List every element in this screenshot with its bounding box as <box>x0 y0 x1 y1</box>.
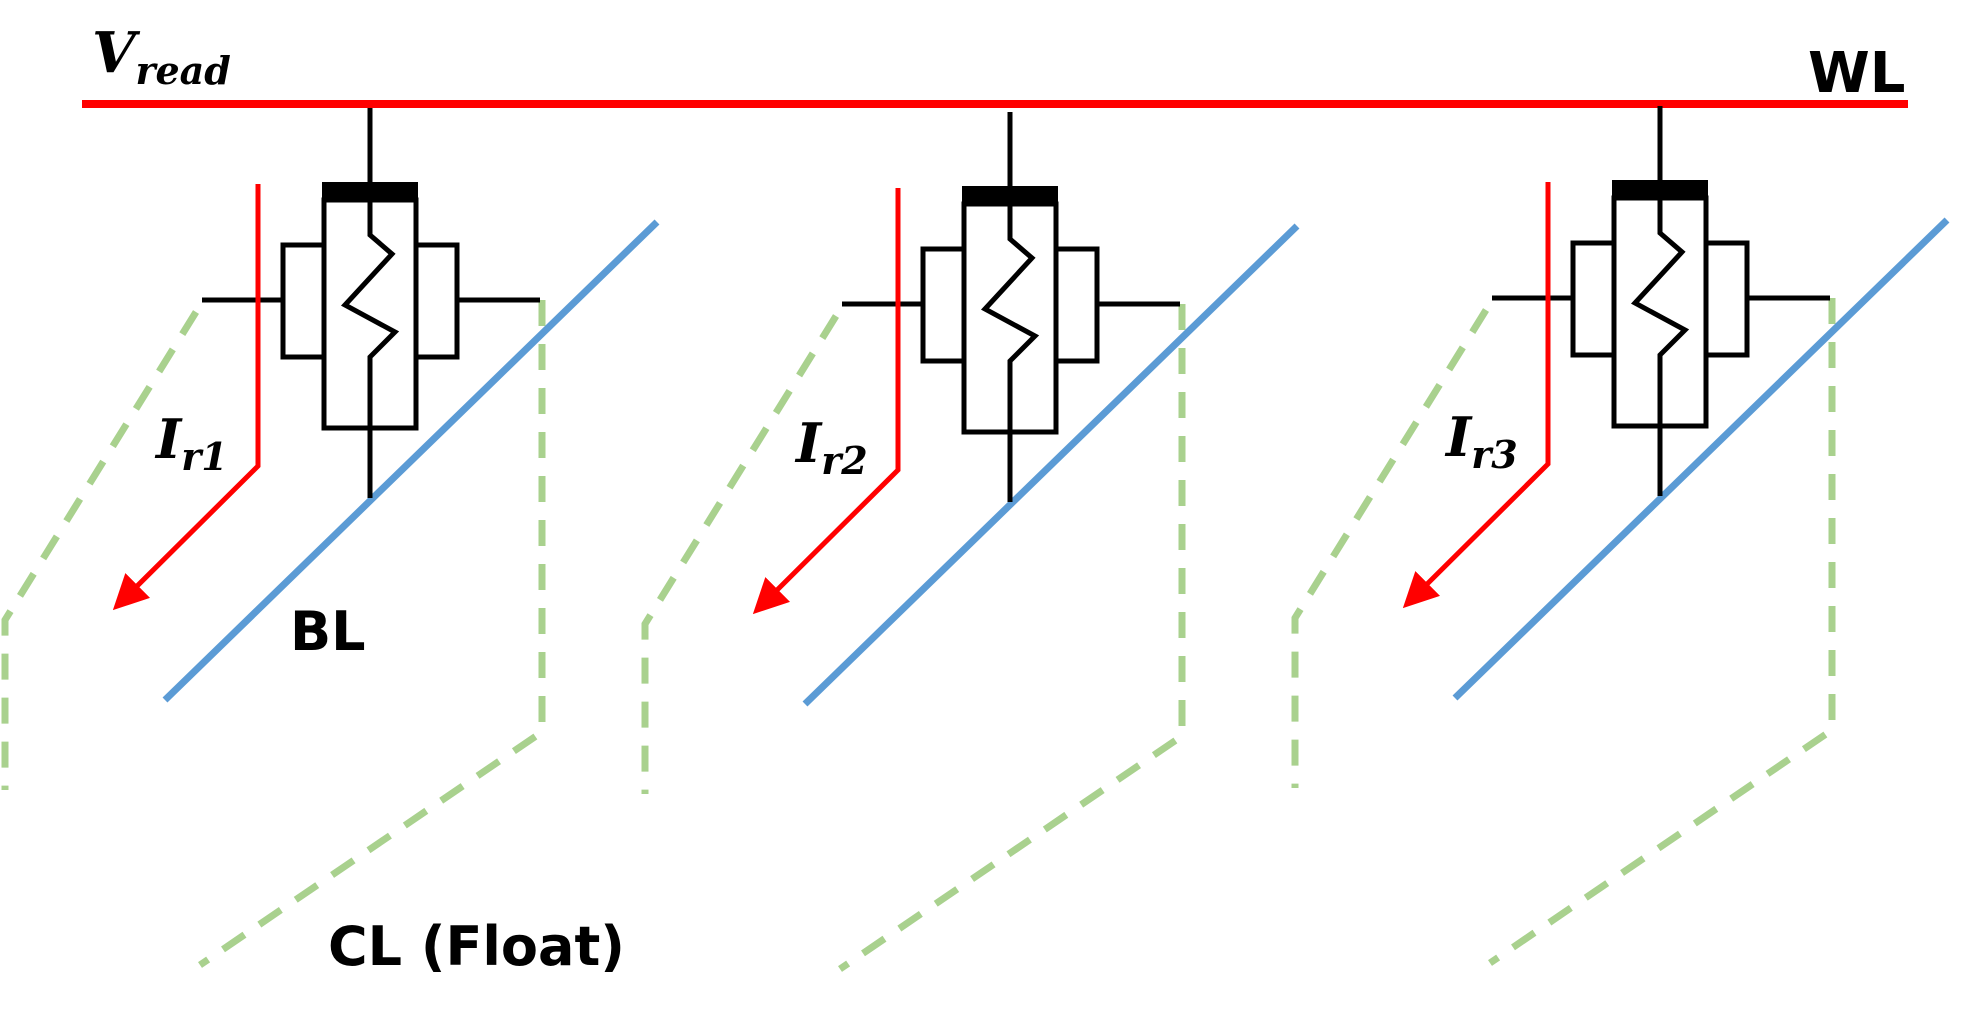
current-label-sub: r1 <box>181 434 227 479</box>
control-line-right-3 <box>1488 298 1836 966</box>
control-line-right-2 <box>838 304 1186 972</box>
ferroelectric-transistor-icon <box>842 112 1180 502</box>
current-label-3: Ir3 <box>1444 405 1518 477</box>
current-label-main: I <box>1444 405 1473 469</box>
current-label-main: I <box>154 407 183 471</box>
current-label-1: Ir1 <box>154 407 228 479</box>
current-label-2: Ir2 <box>794 411 868 483</box>
cl-label: CL (Float) <box>328 915 625 978</box>
memory-cell-2: Ir2 <box>641 112 1300 972</box>
wl-label: WL <box>1808 41 1905 106</box>
vread-label-main: V <box>92 20 141 86</box>
current-label-main: I <box>794 411 823 475</box>
vread-label-sub: read <box>135 48 230 93</box>
current-label-sub: r3 <box>1471 432 1517 477</box>
current-label-sub: r2 <box>821 438 867 483</box>
control-line-1 <box>1 310 199 790</box>
bit-line-2 <box>802 223 1300 707</box>
bl-label: BL <box>290 600 366 663</box>
memory-cell-3: Ir3 <box>1291 106 1950 966</box>
arrow-icon <box>1402 182 1551 609</box>
arrow-icon <box>752 188 901 615</box>
control-line-right-1 <box>198 300 546 968</box>
ferroelectric-transistor-icon <box>1492 106 1830 496</box>
vread-label: Vread <box>92 20 231 93</box>
control-line-3 <box>1291 308 1489 788</box>
bit-line-3 <box>1452 217 1950 701</box>
memory-cell-1: Ir1 <box>1 108 660 968</box>
ferroelectric-transistor-icon <box>202 108 540 498</box>
arrow-icon <box>112 184 261 611</box>
control-line-2 <box>641 314 839 794</box>
bit-line-1 <box>162 219 660 703</box>
